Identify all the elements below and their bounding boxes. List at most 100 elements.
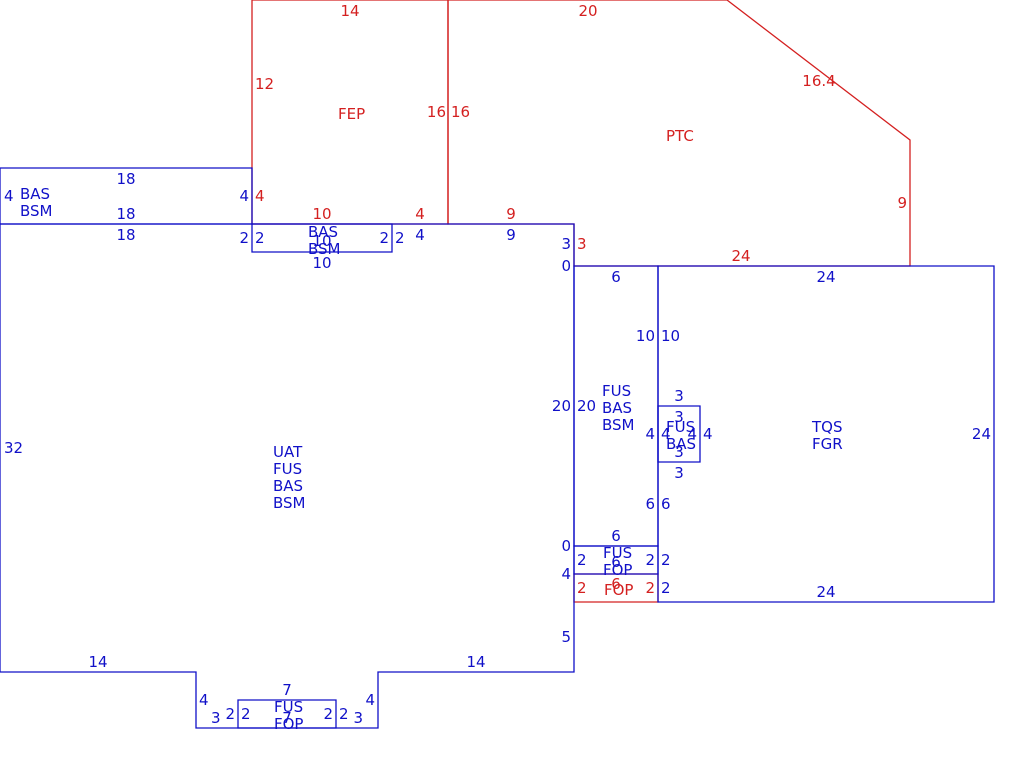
dimension-label: 24 <box>972 425 991 443</box>
dimension-label: 0 <box>561 537 571 555</box>
tiny-box-outline <box>657 405 701 463</box>
dimension-label: 4 <box>703 425 713 443</box>
outlines <box>0 0 995 729</box>
dimension-label: 24 <box>731 247 750 265</box>
dimension-label: 24 <box>816 268 835 286</box>
area-label-line: FEP <box>338 105 365 123</box>
dimension-label: 2 <box>577 551 587 569</box>
area-label-line: BSM <box>20 202 53 220</box>
dimension-label: 0 <box>561 257 571 275</box>
dimension-label: 4 <box>415 205 425 223</box>
dimension-label: 3 <box>211 709 221 727</box>
dimension-label: 6 <box>661 495 671 513</box>
dimension-label: 3 <box>674 464 684 482</box>
dimension-label: 2 <box>661 551 671 569</box>
area-label: FOP <box>604 581 633 599</box>
dimension-label: 10 <box>312 205 331 223</box>
area-label-line: TQS <box>811 418 843 436</box>
dimension-label: 7 <box>282 681 292 699</box>
dimension-label: 2 <box>577 579 587 597</box>
dimension-label: 14 <box>340 2 359 20</box>
dimension-label: 2 <box>255 229 265 247</box>
dimension-label: 7 <box>282 709 292 727</box>
dimension-label: 32 <box>4 439 23 457</box>
area-label-line: FUS <box>603 544 632 562</box>
dimension-label: 6 <box>611 575 621 593</box>
top-bay-outline <box>251 223 393 253</box>
area-label-line: PTC <box>666 127 694 145</box>
area-label-line: BAS <box>308 223 338 241</box>
dimension-label: 4 <box>687 425 697 443</box>
dimension-label: 3 <box>674 443 684 461</box>
dimension-label: 3 <box>674 408 684 426</box>
dimension-label: 6 <box>611 268 621 286</box>
dimension-label: 3 <box>577 235 587 253</box>
dimension-label: 14 <box>466 653 485 671</box>
dimension-label: 2 <box>645 579 655 597</box>
dimension-label: 9 <box>506 205 516 223</box>
area-label-line: UAT <box>273 443 303 461</box>
area-label-line: FOP <box>274 715 303 733</box>
dimension-label: 2 <box>379 229 389 247</box>
area-label-line: BSM <box>308 240 341 258</box>
dimension-label: 18 <box>116 226 135 244</box>
dimension-label: 2 <box>239 229 249 247</box>
dimension-label: 4 <box>415 226 425 244</box>
dimension-label: 10 <box>661 327 680 345</box>
area-label-line: BSM <box>273 494 306 512</box>
dimension-label: 5 <box>561 628 571 646</box>
dimension-label: 2 <box>645 551 655 569</box>
dimension-label: 2 <box>661 579 671 597</box>
area-label-line: BAS <box>20 185 50 203</box>
dimension-label: 4 <box>661 425 671 443</box>
dimension-label: 16 <box>427 103 446 121</box>
dimension-label: 9 <box>897 194 907 212</box>
area-label-line: FOP <box>604 581 633 599</box>
tqs-outline <box>657 265 995 603</box>
dimension-label: 2 <box>225 705 235 723</box>
area-label: PTC <box>666 127 694 145</box>
dimension-label: 16.4 <box>802 72 835 90</box>
dimension-label: 20 <box>578 2 597 20</box>
area-label-line: FUS <box>602 382 631 400</box>
dimension-label: 14 <box>88 653 107 671</box>
dimension-label: 9 <box>506 226 516 244</box>
dimension-label: 4 <box>255 187 265 205</box>
dimension-label: 4 <box>199 691 209 709</box>
dimension-label: 6 <box>611 527 621 545</box>
dimension-labels: 14 20 16.4 12 16 16 9 4 10 4 9 3 24 18 4… <box>4 2 991 727</box>
dimension-label: 18 <box>116 170 135 188</box>
area-label-line: BAS <box>602 399 632 417</box>
dimension-label: 4 <box>645 425 655 443</box>
dimension-label: 24 <box>816 583 835 601</box>
dimension-label: 4 <box>4 187 14 205</box>
dimension-label: 4 <box>561 565 571 583</box>
dimension-label: 2 <box>339 705 349 723</box>
dimension-label: 2 <box>241 705 251 723</box>
area-label-line: BAS <box>273 477 303 495</box>
area-label-line: BAS <box>666 435 696 453</box>
area-label: FEP <box>338 105 365 123</box>
dimension-label: 10 <box>636 327 655 345</box>
area-label-line: FUS <box>273 460 302 478</box>
dimension-label: 6 <box>611 553 621 571</box>
dimension-label: 4 <box>239 187 249 205</box>
area-label-line: FUS <box>666 418 695 436</box>
dimension-label: 18 <box>116 205 135 223</box>
dimension-label: 4 <box>365 691 375 709</box>
dimension-label: 10 <box>312 232 331 250</box>
dimension-label: 12 <box>255 75 274 93</box>
bottom-bay-outline <box>237 699 337 729</box>
dimension-label: 2 <box>323 705 333 723</box>
dimension-label: 3 <box>674 387 684 405</box>
